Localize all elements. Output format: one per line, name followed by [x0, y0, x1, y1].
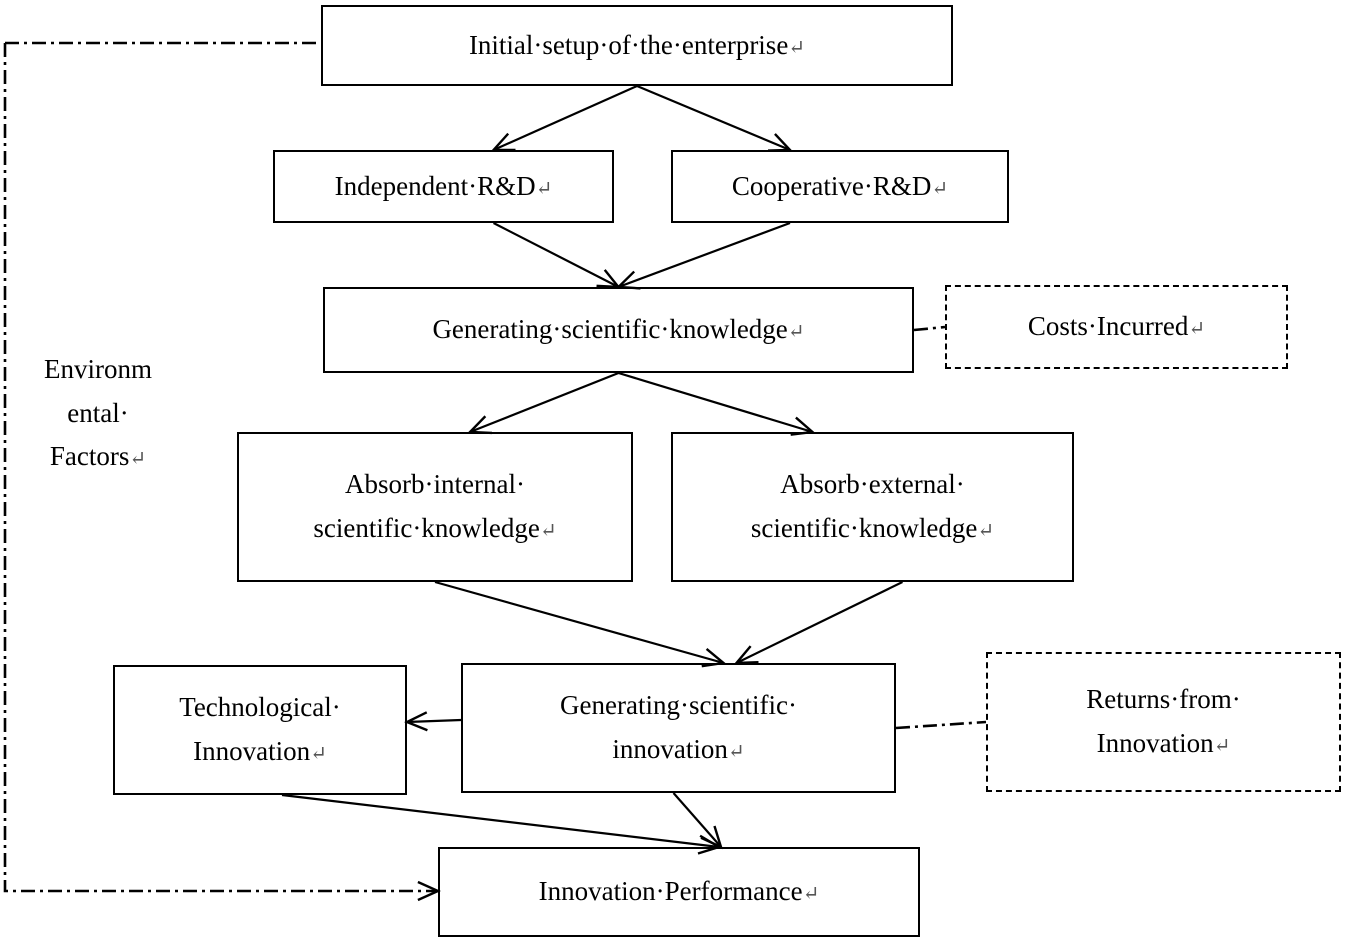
- edge-knowledge-to-absorb-external: [618, 371, 816, 436]
- node-technological-innovation[interactable]: Technological· Innovation↵: [113, 665, 407, 795]
- edge-setup-to-independent: [490, 84, 638, 152]
- node-generating-scientific-innovation-line-1: Generating·scientific·: [560, 690, 797, 721]
- pilcrow-mark-icon: ↵: [539, 520, 557, 542]
- node-generating-scientific-innovation[interactable]: Generating·scientific· innovation↵: [461, 663, 896, 793]
- edge-independent-to-knowledge: [492, 222, 622, 289]
- pilcrow-mark-icon: ↵: [788, 36, 806, 59]
- edge-absorb-internal-to-innovation: [434, 580, 727, 668]
- node-costs-incurred[interactable]: Costs·Incurred↵: [945, 285, 1288, 369]
- node-returns-from-innovation[interactable]: Returns·from· Innovation↵: [986, 652, 1341, 792]
- node-cooperative-rd[interactable]: Cooperative·R&D↵: [671, 150, 1009, 223]
- node-initial-setup-of-the-enterprise-line-1: Initial·setup·of·the·enterprise↵: [468, 29, 806, 60]
- node-returns-from-innovation-line-1: Returns·from·: [1086, 684, 1241, 715]
- environmental-factors-label-line-2: ental·: [67, 397, 129, 428]
- edge-innovation-to-technological: [404, 711, 462, 732]
- node-returns-from-innovation-line-2: Innovation↵: [1096, 728, 1231, 758]
- node-absorb-external-scientific-knowledge-line-1: Absorb·external·: [780, 469, 965, 500]
- node-costs-incurred-line-1: Costs·Incurred↵: [1027, 311, 1206, 342]
- edge-knowledge-to-costs: [913, 325, 946, 332]
- node-generating-scientific-innovation-line-2: innovation↵: [612, 734, 745, 764]
- node-technological-innovation-line-1: Technological·: [179, 692, 341, 723]
- node-innovation-performance[interactable]: Innovation·Performance↵: [438, 847, 920, 937]
- pilcrow-mark-icon: ↵: [787, 321, 805, 344]
- node-independent-rd-line-1: Independent·R&D↵: [334, 170, 553, 201]
- pilcrow-mark-icon: ↵: [931, 177, 949, 200]
- node-absorb-internal-scientific-knowledge[interactable]: Absorb·internal· scientific·knowledge↵: [237, 432, 633, 582]
- pilcrow-mark-icon: ↵: [727, 741, 745, 763]
- node-initial-setup-of-the-enterprise[interactable]: Initial·setup·of·the·enterprise↵: [321, 5, 953, 86]
- node-absorb-internal-scientific-knowledge-line-2: scientific·knowledge↵: [313, 513, 557, 543]
- pilcrow-mark-icon: ↵: [1188, 318, 1206, 341]
- node-independent-rd[interactable]: Independent·R&D↵: [273, 150, 614, 223]
- edge-knowledge-to-absorb-internal: [467, 371, 619, 435]
- node-generating-scientific-knowledge-line-1: Generating·scientific·knowledge↵: [432, 314, 805, 345]
- pilcrow-mark-icon: ↵: [977, 520, 995, 542]
- pilcrow-mark-icon: ↵: [129, 448, 147, 471]
- pilcrow-mark-icon: ↵: [310, 743, 327, 765]
- edge-innovation-to-performance: [672, 792, 723, 850]
- pilcrow-mark-icon: ↵: [802, 883, 820, 906]
- node-technological-innovation-line-2: Innovation↵: [193, 736, 327, 766]
- edge-innovation-to-returns: [895, 720, 987, 730]
- edge-cooperative-to-knowledge: [615, 221, 791, 290]
- node-absorb-external-scientific-knowledge-line-2: scientific·knowledge↵: [750, 513, 995, 543]
- environmental-factors-label: Environm ental· Factors↵: [18, 348, 178, 479]
- edge-absorb-external-to-innovation: [733, 581, 903, 665]
- node-generating-scientific-knowledge[interactable]: Generating·scientific·knowledge↵: [323, 287, 914, 373]
- pilcrow-mark-icon: ↵: [535, 177, 553, 200]
- node-absorb-external-scientific-knowledge[interactable]: Absorb·external· scientific·knowledge↵: [671, 432, 1074, 582]
- pilcrow-mark-icon: ↵: [1213, 735, 1231, 757]
- node-innovation-performance-line-1: Innovation·Performance↵: [538, 876, 820, 907]
- environmental-factors-label-line-3: Factors↵: [49, 441, 147, 472]
- node-absorb-internal-scientific-knowledge-line-1: Absorb·internal·: [345, 469, 525, 500]
- edge-technological-to-performance: [281, 793, 722, 855]
- environmental-factors-label-line-1: Environm: [44, 354, 152, 384]
- node-cooperative-rd-line-1: Cooperative·R&D↵: [731, 170, 949, 201]
- edge-setup-to-cooperative: [636, 84, 793, 152]
